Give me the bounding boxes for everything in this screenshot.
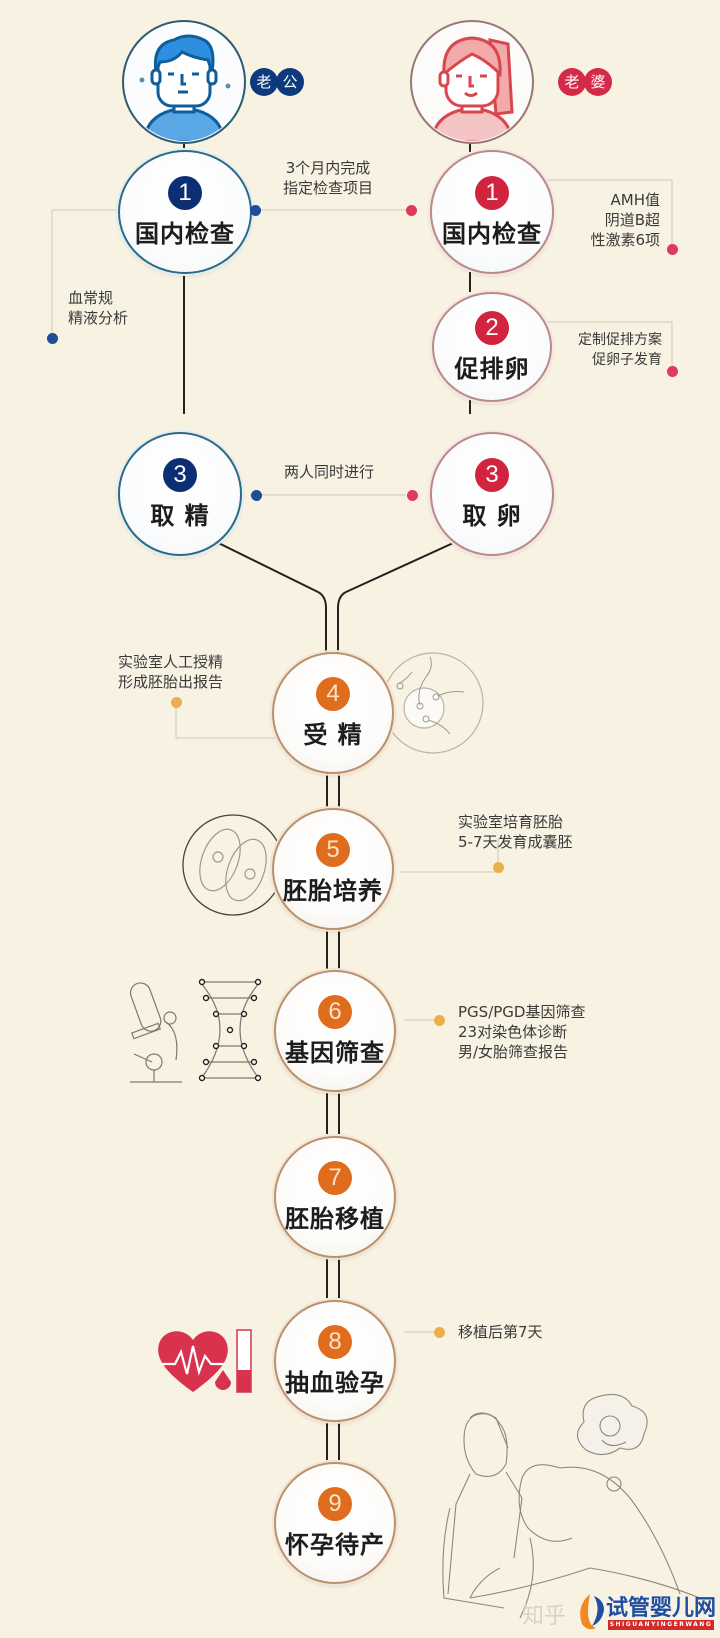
wife-step-3-node[interactable]: 3 取 卵	[430, 432, 554, 556]
step-6-node[interactable]: 6 基因筛查	[274, 970, 396, 1092]
step-number-badge: 3	[163, 457, 197, 492]
step-number-badge: 6	[318, 994, 352, 1029]
step-number-badge: 9	[318, 1486, 352, 1521]
step-4-note: 实验室人工授精形成胚胎出报告	[118, 653, 224, 691]
step-title: 取 卵	[462, 501, 522, 530]
step-number-badge: 3	[475, 457, 509, 492]
step-9-node[interactable]: 9 怀孕待产	[274, 1462, 396, 1584]
annotation-dot	[434, 1327, 445, 1338]
brand-subtitle: SHIGUANYINGERWANG	[608, 1620, 714, 1630]
embryo-cell-icon	[182, 814, 284, 916]
step-4-node[interactable]: 4 受 精	[272, 652, 394, 774]
husband-tag-char-1: 老	[250, 68, 278, 96]
bridge-dot-left	[251, 490, 262, 501]
step-title: 受 精	[303, 720, 363, 749]
step-title: 胚胎移植	[285, 1204, 385, 1233]
heart-blood-icon	[158, 1329, 252, 1393]
wife-avatar	[410, 20, 534, 144]
step-title: 国内检查	[442, 219, 542, 248]
husband-step-3-node[interactable]: 3 取 精	[118, 432, 242, 556]
husband-step-1-note: 血常规精液分析	[68, 289, 129, 327]
step-number-badge: 5	[316, 832, 350, 867]
wife-step-2-node[interactable]: 2 促排卵	[432, 292, 552, 402]
step-title: 取 精	[150, 501, 210, 530]
husband-step-1-node[interactable]: 1 国内检查	[118, 150, 252, 274]
bridge-step-3-note: 两人同时进行	[284, 463, 375, 481]
step-8-note: 移植后第7天	[458, 1323, 543, 1341]
annotation-dot	[667, 366, 678, 377]
step-title: 胚胎培养	[283, 876, 383, 905]
step-5-node[interactable]: 5 胚胎培养	[272, 808, 394, 930]
brand-logo-icon	[580, 1594, 604, 1630]
bridge-dot-right	[406, 205, 417, 216]
step-title: 抽血验孕	[285, 1368, 385, 1397]
brand-name: 试管婴儿网	[606, 1595, 717, 1621]
husband-avatar	[122, 20, 246, 144]
sperm-egg-icon	[382, 652, 484, 754]
wife-tag-char-2: 婆	[584, 68, 612, 96]
step-number-badge: 4	[316, 676, 350, 711]
woman-avatar-icon	[430, 36, 514, 141]
wife-step-1-note: AMH值阴道B超性激素6项	[590, 191, 660, 249]
bridge-dot-right	[407, 490, 418, 501]
step-number-badge: 7	[318, 1160, 352, 1195]
annotation-dot	[667, 244, 678, 255]
wife-tag-char-1: 老	[558, 68, 586, 96]
brand-logo: 试管婴儿网 SHIGUANYINGERWANG	[576, 1588, 716, 1634]
step-title: 怀孕待产	[285, 1530, 385, 1559]
step-title: 国内检查	[135, 219, 235, 248]
wife-step-1-node[interactable]: 1 国内检查	[430, 150, 554, 274]
husband-tag-char-2: 公	[276, 68, 304, 96]
step-number-badge: 2	[475, 310, 509, 345]
annotation-dot	[171, 697, 182, 708]
step-title: 基因筛查	[285, 1038, 385, 1067]
step-number-badge: 1	[168, 175, 202, 210]
step-8-node[interactable]: 8 抽血验孕	[274, 1300, 396, 1422]
annotation-dot	[493, 862, 504, 873]
step-number-badge: 1	[475, 175, 509, 210]
annotation-dot	[47, 333, 58, 344]
bridge-step-1-note: 3个月内完成指定检查项目	[283, 159, 374, 197]
zhihu-watermark: 知乎	[522, 1604, 567, 1629]
doctor-patient-sketch	[442, 1393, 701, 1619]
bridge-dot-left	[250, 205, 261, 216]
microscope-dna-icon	[129, 978, 262, 1083]
step-number-badge: 8	[318, 1324, 352, 1359]
step-title: 促排卵	[454, 354, 530, 383]
step-7-node[interactable]: 7 胚胎移植	[274, 1136, 396, 1258]
annotation-dot	[434, 1015, 445, 1026]
wife-step-2-note: 定制促排方案促卵子发育	[578, 332, 662, 368]
man-avatar-icon	[139, 34, 231, 141]
